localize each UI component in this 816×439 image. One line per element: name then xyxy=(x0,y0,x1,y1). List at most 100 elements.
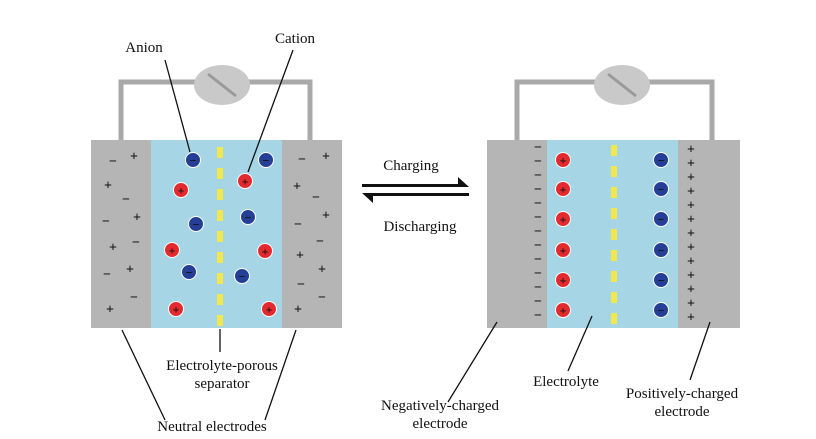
negative-charge-sign: − xyxy=(132,236,140,251)
negative-charge-sign: − xyxy=(534,197,542,212)
discharging-label: Discharging xyxy=(383,219,457,235)
positive-charge-sign: + xyxy=(687,297,695,312)
svg-text:+: + xyxy=(242,175,249,189)
negative-charge-sign: − xyxy=(534,155,542,170)
negative-charge-sign: − xyxy=(122,193,130,208)
svg-text:+: + xyxy=(178,184,185,198)
svg-text:−: − xyxy=(263,154,270,168)
positive-charge-sign: + xyxy=(130,150,138,165)
positive-charge-sign: + xyxy=(318,263,326,278)
positive-charge-sign: + xyxy=(322,150,330,165)
negative-charge-sign: − xyxy=(312,191,320,206)
cation-label: Cation xyxy=(275,31,315,47)
positive-charge-sign: + xyxy=(687,157,695,172)
charging-label: Charging xyxy=(383,158,439,174)
cation-ion: + xyxy=(555,272,571,288)
negative-electrode-label-line2: electrode xyxy=(413,416,468,432)
anion-ion: − xyxy=(653,242,669,258)
anion-label: Anion xyxy=(125,40,163,56)
negative-charge-sign: − xyxy=(534,253,542,268)
svg-text:+: + xyxy=(560,274,567,288)
svg-text:−: − xyxy=(658,244,665,258)
separator-label-line2: separator xyxy=(195,376,250,392)
left-electrode-charges: −++−−++−−+−+−++−+−−++−−+ xyxy=(102,150,330,318)
svg-text:−: − xyxy=(658,213,665,227)
cation-ion: + xyxy=(237,173,253,189)
positive-charge-sign: + xyxy=(296,249,304,264)
positive-charge-sign: + xyxy=(126,263,134,278)
negative-charge-sign: − xyxy=(534,267,542,282)
positive-charge-sign: + xyxy=(104,179,112,194)
positive-charge-sign: + xyxy=(109,241,117,256)
left-cell: −++−−++−−+−+−++−+−−++−−+ −−++−−++−−++ An… xyxy=(91,31,342,435)
positive-electrode-label-line2: electrode xyxy=(655,404,710,420)
positive-charge-sign: + xyxy=(687,241,695,256)
negative-charge-sign: − xyxy=(102,215,110,230)
charging-arrow xyxy=(362,177,469,187)
svg-text:−: − xyxy=(193,218,200,232)
positive-charge-sign: + xyxy=(687,213,695,228)
electrolyte-label: Electrolyte xyxy=(533,374,599,390)
negative-charge-sign: − xyxy=(130,291,138,306)
negative-charge-sign: − xyxy=(297,278,305,293)
svg-text:−: − xyxy=(658,274,665,288)
positively-charged-electrode xyxy=(678,140,740,328)
svg-text:−: − xyxy=(190,154,197,168)
negative-charge-sign: − xyxy=(318,291,326,306)
left-pointer-lines xyxy=(121,49,297,421)
positive-charge-sign: + xyxy=(687,283,695,298)
left-neutral-electrode-right xyxy=(282,140,342,328)
positive-charge-sign: + xyxy=(687,269,695,284)
cation-ion: + xyxy=(168,301,184,317)
discharging-arrow xyxy=(362,193,469,203)
anion-ion: − xyxy=(653,211,669,227)
negative-charge-sign: − xyxy=(103,268,111,283)
negative-charge-sign: − xyxy=(298,153,306,168)
negative-charge-sign: − xyxy=(534,295,542,310)
negative-charge-sign: − xyxy=(109,155,117,170)
negative-charge-sign: − xyxy=(534,211,542,226)
cation-ion: + xyxy=(257,243,273,259)
svg-text:+: + xyxy=(560,213,567,227)
cation-ion: + xyxy=(261,301,277,317)
negative-charge-sign: − xyxy=(294,218,302,233)
negative-charge-sign: − xyxy=(534,281,542,296)
right-electrolyte-ions: +−+−+−+−+−+− xyxy=(555,152,669,318)
cation-ion: + xyxy=(555,302,571,318)
positive-charge-sign: + xyxy=(106,303,114,318)
right-pointer-lines xyxy=(447,315,711,403)
anion-ion: − xyxy=(234,268,250,284)
anion-ion: − xyxy=(653,272,669,288)
positive-charge-sign: + xyxy=(687,185,695,200)
positive-charge-sign: + xyxy=(687,143,695,158)
svg-text:−: − xyxy=(658,154,665,168)
cation-ion: + xyxy=(164,242,180,258)
positive-charge-sign: + xyxy=(687,199,695,214)
right-cell: −+−+−+−+−+−+−+−+−+−+−+−+−+ +−+−+−+−+−+− … xyxy=(381,65,740,432)
negative-charge-sign: − xyxy=(534,169,542,184)
positive-charge-sign: + xyxy=(687,227,695,242)
svg-text:−: − xyxy=(658,304,665,318)
negative-electrode-label-line1: Negatively-charged xyxy=(381,398,500,414)
svg-text:+: + xyxy=(560,244,567,258)
positive-charge-sign: + xyxy=(687,255,695,270)
left-load-icon xyxy=(194,65,250,105)
svg-text:−: − xyxy=(245,211,252,225)
positive-charge-sign: + xyxy=(687,171,695,186)
svg-text:+: + xyxy=(266,303,273,317)
right-electrode-charges: −+−+−+−+−+−+−+−+−+−+−+−+−+ xyxy=(534,141,695,326)
negative-charge-sign: − xyxy=(534,239,542,254)
svg-text:+: + xyxy=(560,183,567,197)
neutral-electrodes-label: Neutral electrodes xyxy=(157,419,267,435)
cation-ion: + xyxy=(555,152,571,168)
anion-ion: − xyxy=(653,152,669,168)
positive-electrode-label-line1: Positively-charged xyxy=(626,386,739,402)
positive-charge-sign: + xyxy=(294,303,302,318)
charge-discharge-arrows: Charging Discharging xyxy=(362,158,469,235)
positive-charge-sign: + xyxy=(293,180,301,195)
svg-text:+: + xyxy=(560,304,567,318)
svg-text:+: + xyxy=(262,245,269,259)
cation-ion: + xyxy=(555,211,571,227)
positive-charge-sign: + xyxy=(687,311,695,326)
left-electrolyte-ions: −−++−−++−−++ xyxy=(164,152,277,317)
